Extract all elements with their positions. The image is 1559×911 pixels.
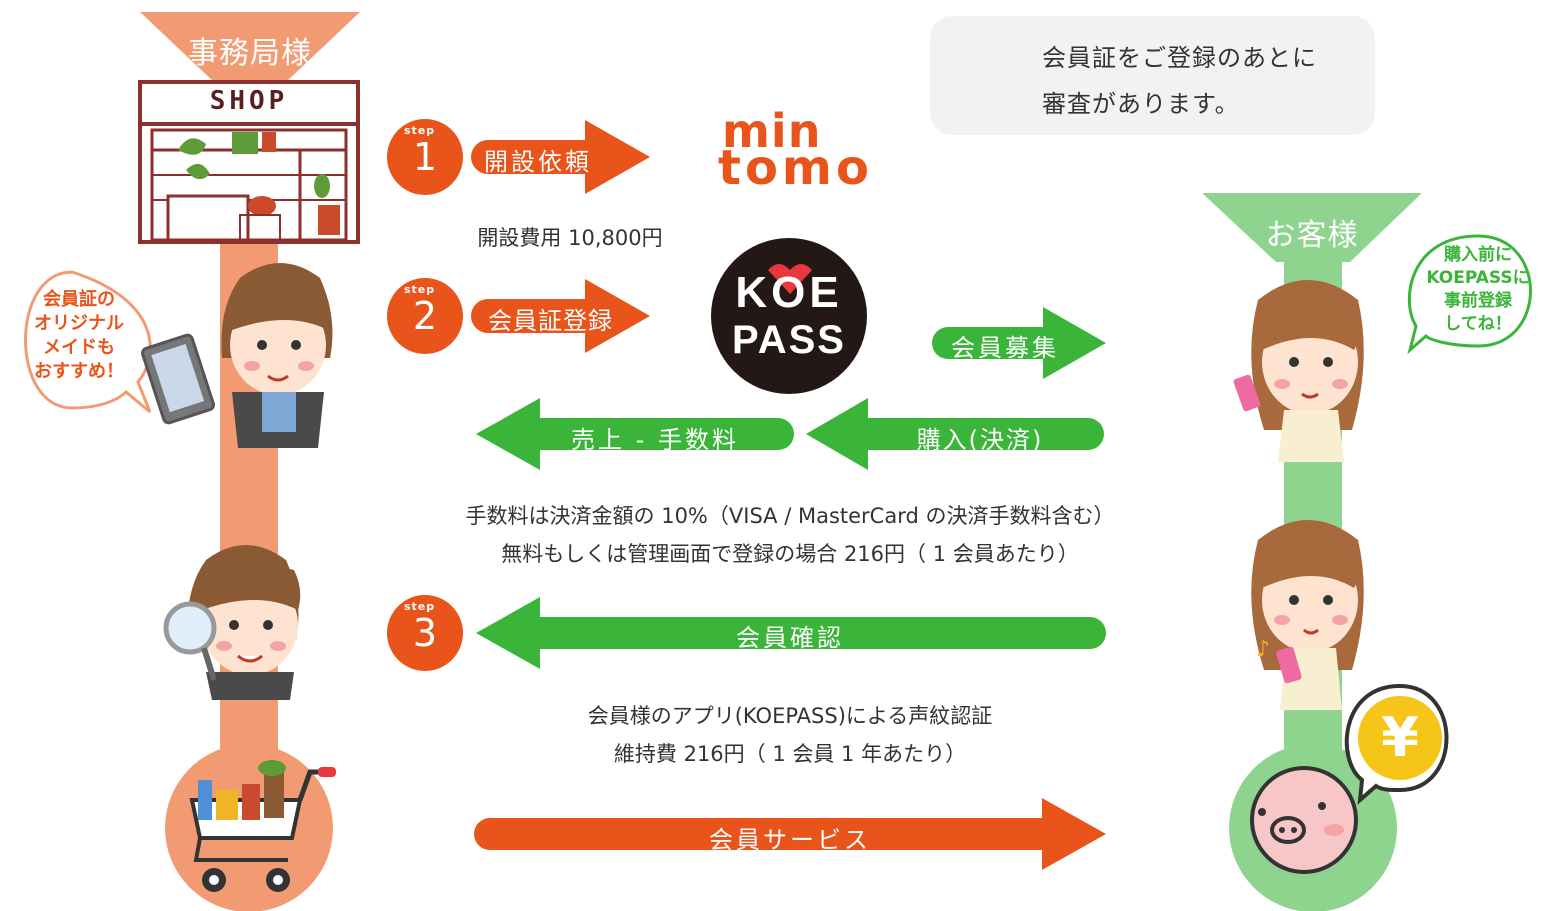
customer-speech-bubble [1407, 234, 1532, 355]
auth-note-1: 会員様のアプリ(KOEPASS)による声紋認証 [587, 704, 993, 728]
step-1-label: 開設依頼 [484, 148, 592, 176]
arrow-service-label: 会員サービス [709, 826, 871, 854]
notice-box: 会員証をご登録のあとに 審査があります。 [930, 16, 1375, 135]
shop-bubble-text: 会員証の オリジナル メイドも おすすめ！ [18, 288, 140, 384]
shop-sign: SHOP [209, 86, 289, 116]
shop-bubble-line-3: メイドも [43, 337, 115, 358]
shop-staff-magnifier-illustration [163, 545, 301, 700]
shopping-cart-icon [189, 760, 336, 892]
notice-line-1: 会員証をご登録のあとに [1042, 44, 1317, 72]
notice-line-2: 審査があります。 [1042, 90, 1240, 118]
yen-symbol: ¥ [1381, 706, 1419, 769]
step-1-word: step [404, 124, 436, 137]
arrow-recruit-shape [932, 307, 1106, 379]
commission-note-1: 手数料は決済金額の 10%（VISA / MasterCard の決済手数料含む… [465, 504, 1115, 528]
arrow-service-shape [474, 798, 1106, 870]
arrow-step2-shape [471, 279, 650, 353]
shop-speech-bubble [24, 270, 152, 414]
customer-bubble-line-3: 事前登録 [1444, 291, 1512, 311]
step-2-circle [387, 278, 463, 354]
mintomo-logo-bottom: tomo [718, 140, 873, 196]
svg-text:♪: ♪ [1256, 637, 1270, 662]
shop-bubble-line-2: オリジナル [34, 313, 124, 334]
step-3-label: 会員確認 [736, 624, 844, 652]
customer-paying-illustration: ♪ [1251, 520, 1364, 710]
arrow-purchase-label: 購入(決済) [916, 426, 1044, 454]
step-2-word: step [404, 283, 436, 296]
arrow-sales-shape [476, 398, 794, 470]
mintomo-logo-top: min [722, 104, 822, 158]
customer-title: お客様 [1265, 218, 1359, 253]
arrow-confirm-shape [476, 597, 1106, 669]
piggy-bank-icon [1250, 766, 1358, 874]
arrow-sales-label: 売上 - 手数料 [571, 426, 739, 454]
arrow-step1-shape [471, 120, 650, 194]
customer-bubble-line-1: 購入前に [1444, 245, 1512, 265]
customer-bubble-line-2: KOEPASSに [1426, 268, 1530, 288]
step-2-number: 2 [412, 294, 438, 338]
koepass-logo-top: KOE [735, 268, 843, 317]
step-3-word: step [404, 600, 436, 613]
customer-header-funnel [1202, 193, 1422, 262]
arrow-purchase-shape [806, 398, 1104, 470]
yen-coin-bubble [1344, 683, 1449, 805]
customer-bubble-text: 購入前に KOEPASSに 事前登録 してね！ [1418, 244, 1538, 336]
fee-note: 開設費用 10,800円 [477, 226, 663, 250]
koepass-logo-bottom: PASS [732, 318, 846, 362]
shop-header-funnel [140, 12, 360, 82]
step-1-circle [387, 119, 463, 195]
step-1-number: 1 [412, 135, 438, 179]
step-2-label: 会員証登録 [488, 307, 613, 335]
step-3-number: 3 [412, 611, 438, 655]
koepass-heart-icon [768, 264, 812, 294]
arrow-recruit-label: 会員募集 [951, 334, 1059, 362]
auth-note-2: 維持費 216円（ 1 会員 1 年あたり） [613, 742, 967, 766]
mintomo-smile-icon [756, 164, 861, 186]
customer-with-phone-illustration [1233, 280, 1364, 462]
commission-note-2: 無料もしくは管理画面で登録の場合 216円（ 1 会員あたり） [501, 542, 1079, 566]
shop-bubble-line-1: 会員証の [43, 289, 115, 310]
step-3-circle [387, 595, 463, 671]
shop-title: 事務局様 [188, 36, 312, 71]
shop-storefront-icon [138, 80, 360, 244]
shop-bubble-line-4: おすすめ！ [34, 361, 124, 382]
customer-bubble-line-4: してね！ [1444, 314, 1512, 334]
shop-staff-tablet-illustration [141, 263, 333, 448]
koepass-logo-circle [711, 238, 867, 394]
